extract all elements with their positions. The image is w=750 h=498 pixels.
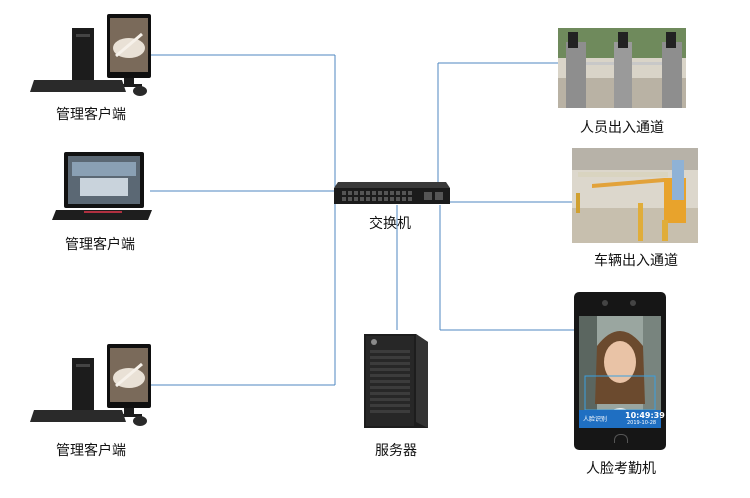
server-label: 服务器 [375,443,417,459]
client-bottom-label: 管理客户端 [56,443,126,459]
face-photo [579,316,661,428]
terminal-time: 10:49:39 [625,411,665,420]
terminal-label: 人脸考勤机 [586,461,656,477]
turnstile-gate-image [558,28,686,108]
network-switch-icon [334,182,450,204]
client-laptop-label: 管理客户端 [65,237,135,253]
vehicle-barrier-image [572,148,698,243]
turnstile-label: 人员出入通道 [580,120,664,136]
desktop-computer-icon [30,14,151,96]
terminal-mode: 人脸识别 [583,416,608,423]
laptop-icon [52,152,152,220]
face-terminal-device: 人脸识别 10:49:39 2019-10-28 [574,292,666,450]
desktop-computer-icon [30,344,151,426]
server-tower-icon [364,334,428,428]
camera-icon [630,300,636,306]
camera-icon [602,300,608,306]
recognition-bar: 人脸识别 10:49:39 2019-10-28 [579,410,665,428]
switch-label: 交换机 [369,216,411,232]
terminal-date: 2019-10-28 [627,420,657,426]
vehicle-label: 车辆出入通道 [594,253,678,269]
client-top-label: 管理客户端 [56,107,126,123]
nfc-icon [614,434,628,443]
terminal-screen: 人脸识别 10:49:39 2019-10-28 [579,316,665,428]
